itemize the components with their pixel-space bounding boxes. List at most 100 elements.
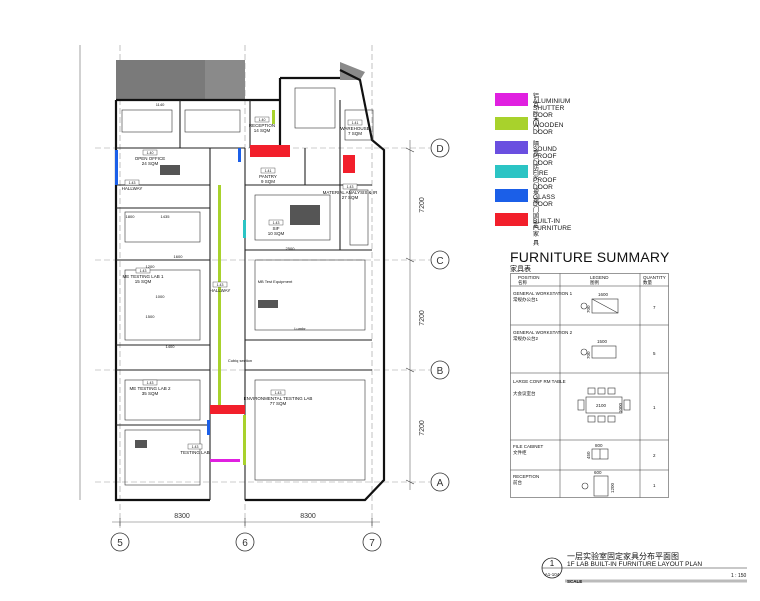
room-tag: [268, 219, 284, 226]
col-header: POSITION: [518, 275, 540, 280]
room-name: MATERIAL ANALYSIS & IR: [323, 190, 378, 195]
row-position: GENERAL WORKSTATION 1: [513, 291, 573, 296]
grid-label-row: B: [437, 366, 444, 377]
chair-icon: [623, 399, 631, 411]
sheet-number: A1-104: [545, 572, 560, 577]
legend-en: ALUMINIUM SHUTTER DOOR: [533, 98, 571, 119]
row-quantity: 1: [653, 483, 656, 488]
room-code: 1.43: [347, 185, 354, 189]
dim-right: 8300: [300, 513, 316, 520]
grid-bubble-6: [235, 532, 255, 552]
room-tag: [124, 179, 140, 186]
furniture: [121, 87, 374, 486]
furniture-summary-title: FURNITURE SUMMARY: [510, 249, 670, 265]
plan-label: 1000: [156, 294, 166, 299]
room-tag: [342, 183, 358, 190]
legend-cn: 固定家具: [533, 214, 540, 247]
room-area: 15 SQM: [135, 279, 152, 284]
plan-label: Lumbr: [294, 326, 306, 331]
row-position: GENERAL WORKSTATION 2: [513, 330, 573, 335]
swatch-magenta: [495, 93, 528, 106]
drawing-title-block: 1 A1-104 一层实验室固定家具分布平面图 1F LAB BUILT-IN …: [541, 551, 747, 584]
row-quantity: 2: [653, 453, 656, 458]
grid-label-row: A: [437, 478, 444, 489]
row-position: LARGE CONF RM TABLE: [513, 379, 566, 384]
plan-label: 1500: [146, 314, 156, 319]
grid-bubble-5: [110, 532, 130, 552]
room-code: 1.43: [217, 283, 224, 287]
legend-en: SOUND PROOF DOOR: [533, 146, 557, 167]
legend-cn: 玻璃门: [533, 190, 540, 214]
grid-label-row: C: [436, 256, 443, 267]
dim-label: 1000: [618, 402, 623, 413]
dim-left: 8300: [174, 513, 190, 520]
grid-label-col: 5: [117, 538, 123, 549]
room-code: 1.40: [259, 118, 266, 122]
plan-label: 1200: [146, 264, 156, 269]
terrace-hatch: [116, 60, 205, 100]
col-header-cn: 名称: [518, 279, 527, 286]
swatch-purple: [495, 141, 528, 154]
plan-label: 1140: [156, 102, 165, 107]
row-position: FILE CABINET: [513, 444, 544, 449]
title-en: 1F LAB BUILT-IN FURNITURE LAYOUT PLAN: [567, 561, 702, 568]
plan-label: Cubiq section: [228, 358, 252, 363]
legend-en: FIRE PROOF DOOR: [533, 170, 557, 191]
grid-bubble-c: [430, 250, 450, 270]
room-code: 1.43: [192, 445, 199, 449]
legend-cn: 隔音门: [533, 142, 540, 166]
dim-label: 700: [586, 305, 591, 313]
room-name: SIF: [272, 226, 279, 231]
grid-bubble-a: [430, 472, 450, 492]
room-area: 9 SQM: [261, 179, 275, 184]
chair-icon: [597, 415, 606, 423]
reception-desk-symbol: [593, 475, 609, 497]
row-position-cn: 常规办公台2: [513, 335, 538, 342]
chair-icon: [607, 387, 616, 395]
room-tag: [270, 389, 286, 396]
chair-icon: [597, 387, 606, 395]
swatch-red: [495, 213, 528, 226]
legend-en: GLASS DOOR: [533, 194, 556, 208]
plan-label: 1600: [174, 254, 184, 259]
row-position: RECEPTION: [513, 474, 539, 479]
room-name: OPEN OFFICE: [135, 156, 166, 161]
workstation-2-symbol: [591, 345, 617, 359]
title-cn: 一层实验室固定家具分布平面图: [567, 551, 679, 561]
room-name: HALLWAY: [210, 288, 231, 293]
dim-label: 600: [594, 470, 602, 475]
room-tag: [254, 116, 270, 123]
room-tag: [260, 167, 276, 174]
chair-icon: [581, 482, 589, 490]
plan-label: MB Test Equipment: [258, 279, 293, 284]
grid-label-row: D: [436, 144, 443, 155]
room-area: 77 SQM: [270, 401, 287, 406]
swatch-green: [495, 117, 528, 130]
room-name: HALLWAY: [122, 186, 143, 191]
grid-bubble-7: [362, 532, 382, 552]
drawing-number: 1: [550, 559, 555, 568]
chair-icon: [580, 348, 588, 356]
grid-bubble-b: [430, 360, 450, 380]
dim-label: 450: [586, 451, 591, 459]
legend-cn: 铝百叶门: [533, 94, 540, 127]
room-code: 1.41: [265, 169, 272, 173]
dim-vertical: 7200: [419, 197, 426, 213]
room-name: ENVIRONMENTAL TESTING LAB: [244, 396, 313, 401]
legend-en: WOODEN DOOR: [533, 122, 564, 136]
room-area: 27 SQM: [342, 195, 359, 200]
room-code: 1.43: [275, 391, 282, 395]
room-tag: [135, 267, 151, 274]
outer-walls: [114, 69, 386, 502]
row-position-cn: 常规办公台1: [513, 296, 538, 303]
room-code: 1.41: [352, 121, 359, 125]
scale-value: 1 : 150: [731, 573, 747, 579]
dim-label: 800: [595, 443, 603, 448]
col-header-cn: 图例: [590, 279, 599, 286]
chair-icon: [580, 302, 588, 310]
room-name: RECEPTION: [249, 123, 275, 128]
room-area: 10 SQM: [268, 231, 285, 236]
plan-label: 1435: [161, 214, 171, 219]
room-tag: [187, 443, 203, 450]
room-code: 1.43: [140, 269, 147, 273]
